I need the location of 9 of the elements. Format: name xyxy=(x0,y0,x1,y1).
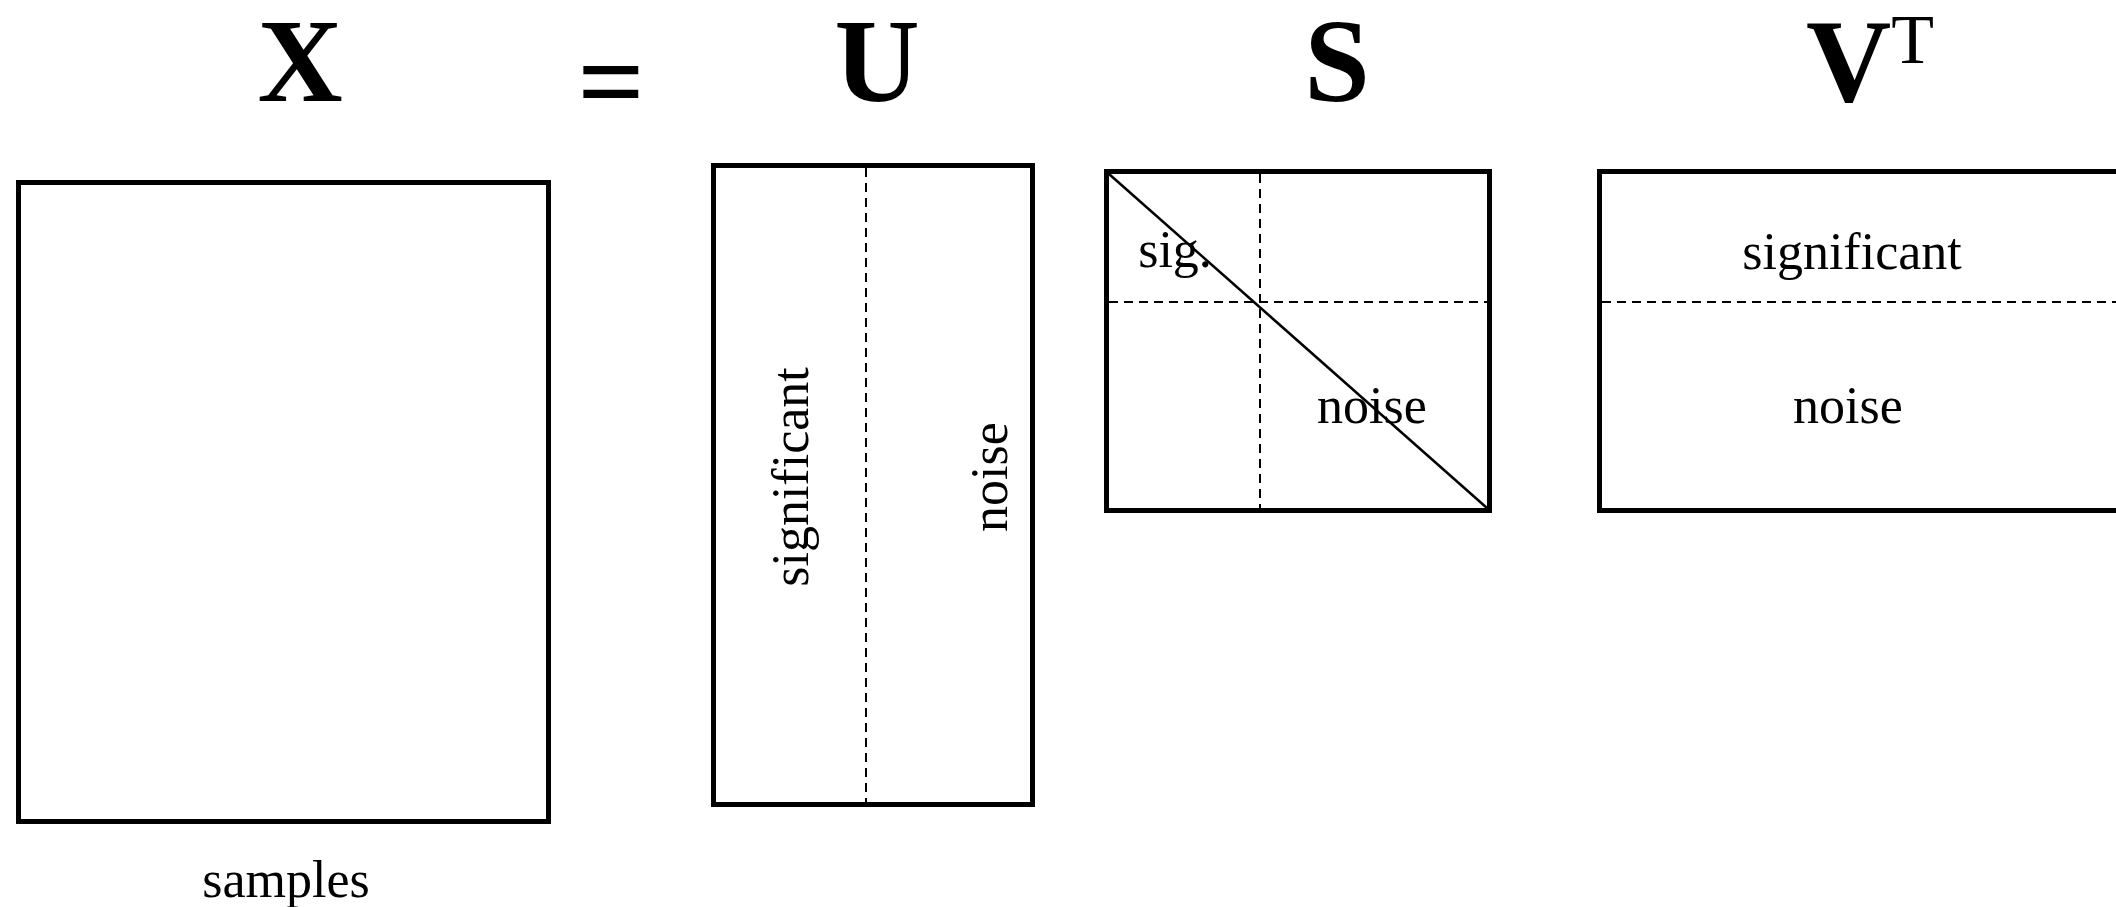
region-label: noise xyxy=(964,422,1016,532)
region-label: significant xyxy=(765,367,817,587)
matrix-symbol: U xyxy=(834,3,920,121)
equals-sign: = xyxy=(577,23,645,141)
matrix-symbol: V$^{T}$ xyxy=(1806,3,1934,121)
matrix-symbol: X xyxy=(257,3,343,121)
region-label: significant xyxy=(1742,226,1962,278)
region-label: noise xyxy=(1793,380,1903,432)
matrix-symbol: S xyxy=(1304,3,1370,121)
